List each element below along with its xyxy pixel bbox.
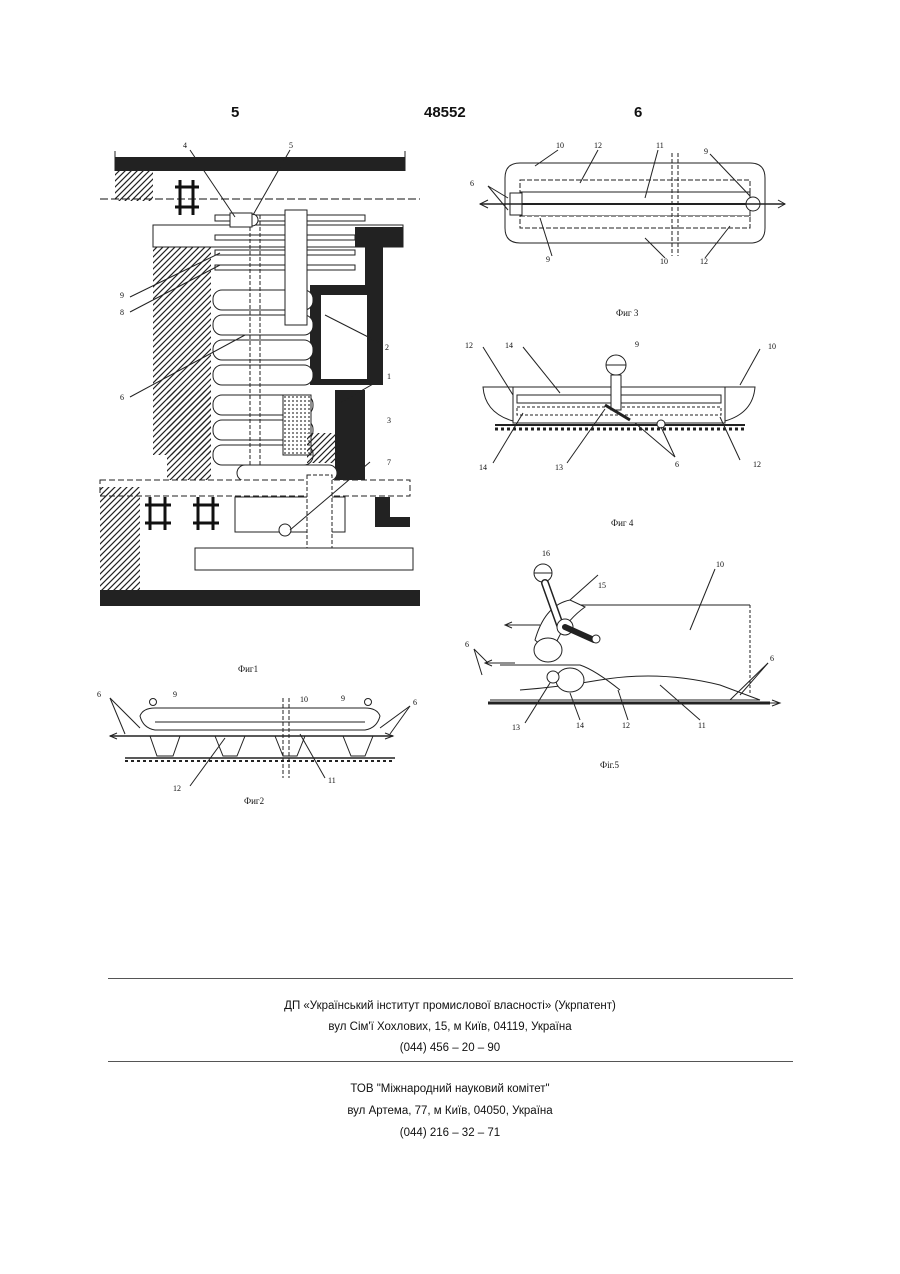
fig2-label-9a: 9 bbox=[173, 690, 177, 699]
fig2-label-9b: 9 bbox=[341, 694, 345, 703]
fig4-label-14b: 14 bbox=[479, 463, 487, 472]
fig1-label-1: 1 bbox=[387, 372, 391, 381]
figure-4-drawing: 12 14 9 10 14 13 6 12 bbox=[455, 335, 785, 475]
fig3-label-9: 9 bbox=[704, 147, 708, 156]
fig3-label-12: 12 bbox=[594, 141, 602, 150]
fig3-label-11: 11 bbox=[656, 141, 664, 150]
fig5-label-16: 16 bbox=[542, 549, 550, 558]
fig1-label-5: 5 bbox=[289, 141, 293, 150]
fig5-label-6b: 6 bbox=[770, 654, 774, 663]
fig5-caption: Фіг.5 bbox=[600, 760, 619, 770]
footer-rule-top bbox=[108, 978, 793, 979]
fig1-label-6: 6 bbox=[120, 393, 124, 402]
fig3-label-10b: 10 bbox=[660, 257, 668, 266]
org1-name: ДП «Український інститут промислової вла… bbox=[0, 999, 900, 1014]
fig4-label-14: 14 bbox=[505, 341, 513, 350]
fig2-label-12: 12 bbox=[173, 784, 181, 793]
fig4-label-9: 9 bbox=[635, 340, 639, 349]
fig4-caption: Фиг 4 bbox=[611, 518, 633, 528]
fig3-label-6: 6 bbox=[470, 179, 474, 188]
fig2-label-6b: 6 bbox=[413, 698, 417, 707]
fig2-label-10: 10 bbox=[300, 695, 308, 704]
fig1-caption: Фиг1 bbox=[238, 664, 258, 674]
fig3-label-12b: 12 bbox=[700, 257, 708, 266]
org2-address: вул Артема, 77, м Київ, 04050, Україна bbox=[0, 1104, 900, 1119]
fig5-label-10: 10 bbox=[716, 560, 724, 569]
org1-phone: (044) 456 – 20 – 90 bbox=[0, 1041, 900, 1056]
fig4-label-13: 13 bbox=[555, 463, 563, 472]
fig5-label-14: 14 bbox=[576, 721, 584, 730]
org2-name: ТОВ "Міжнародний науковий комітет" bbox=[0, 1082, 900, 1097]
figure-1-drawing: 4 5 9 8 2 1 6 3 7 bbox=[95, 135, 425, 615]
footer-rule-middle bbox=[108, 1061, 793, 1062]
fig2-label-6: 6 bbox=[97, 690, 101, 699]
patent-number: 48552 bbox=[424, 104, 466, 121]
org1-address: вул Сім'ї Хохлових, 15, м Київ, 04119, У… bbox=[0, 1020, 900, 1035]
fig5-label-6a: 6 bbox=[465, 640, 469, 649]
fig1-label-4: 4 bbox=[183, 141, 187, 150]
fig4-label-12: 12 bbox=[465, 341, 473, 350]
fig4-label-6: 6 bbox=[675, 460, 679, 469]
figure-3-drawing: 10 12 11 9 6 9 10 12 bbox=[460, 138, 790, 268]
fig4-label-10: 10 bbox=[768, 342, 776, 351]
fig4-label-12b: 12 bbox=[753, 460, 761, 469]
figure-2-drawing: 6 9 10 9 6 12 11 bbox=[95, 688, 425, 793]
figure-5-drawing: 16 10 15 6 6 13 14 12 11 bbox=[460, 545, 790, 745]
fig2-caption: Фиг2 bbox=[244, 796, 264, 806]
org2-phone: (044) 216 – 32 – 71 bbox=[0, 1126, 900, 1141]
fig5-label-12: 12 bbox=[622, 721, 630, 730]
fig5-label-11: 11 bbox=[698, 721, 706, 730]
fig1-label-3: 3 bbox=[387, 416, 391, 425]
fig2-label-11: 11 bbox=[328, 776, 336, 785]
fig1-label-2: 2 bbox=[385, 343, 389, 352]
fig1-label-9: 9 bbox=[120, 291, 124, 300]
fig5-label-15: 15 bbox=[598, 581, 606, 590]
page-number-left: 5 bbox=[231, 104, 239, 121]
fig3-label-9b: 9 bbox=[546, 255, 550, 264]
fig1-label-8: 8 bbox=[120, 308, 124, 317]
page-number-right: 6 bbox=[634, 104, 642, 121]
fig1-label-7: 7 bbox=[387, 458, 391, 467]
fig3-caption: Фиг 3 bbox=[616, 308, 638, 318]
fig5-label-13: 13 bbox=[512, 723, 520, 732]
fig3-label-10: 10 bbox=[556, 141, 564, 150]
